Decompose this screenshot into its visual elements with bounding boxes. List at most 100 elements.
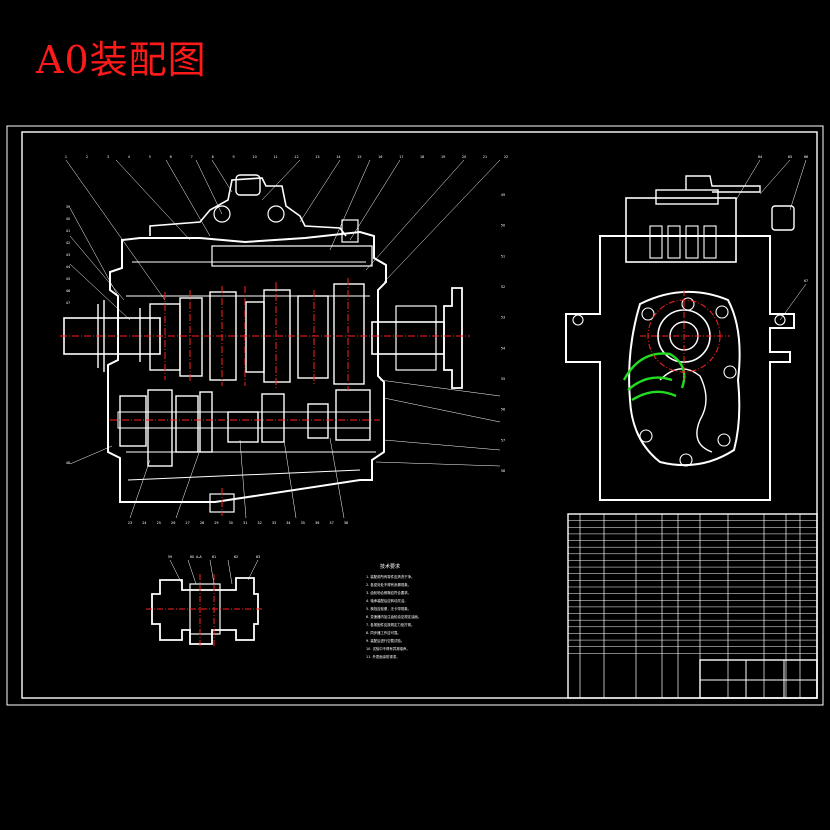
main-shaft-gears (149, 283, 365, 385)
balloon-number: 5 (149, 155, 151, 159)
side-cover-boss-4 (703, 225, 717, 259)
balloon-number: 48 (66, 461, 70, 465)
outer-border (6, 125, 824, 706)
output-seal-housing (395, 305, 437, 371)
balloon-number: 12 (294, 155, 298, 159)
shift-fork-pivot-right (267, 205, 285, 223)
side-view: 64 65 66 67 (565, 155, 808, 501)
parts-list-grid (568, 514, 817, 698)
side-leaders (735, 159, 807, 321)
counter-shaft (117, 411, 371, 429)
balloon-number: 59 (168, 555, 172, 559)
side-centerlines (640, 290, 730, 380)
balloon-number: 55 (501, 377, 505, 381)
notes-items: 1. 装配前所有零件应清洗干净。2. 各密封处不得有渗漏现象。3. 齿轮啮合侧隙… (366, 574, 421, 659)
balloon-number: 40 (66, 217, 70, 221)
side-shift-lever (685, 175, 761, 193)
balloon-number: 20 (462, 155, 466, 159)
shift-cover (149, 177, 347, 237)
balloon-number: 63 (256, 555, 260, 559)
balloon-number: 18 (420, 155, 424, 159)
balloon-number: 56 (501, 408, 505, 412)
note-line: 6. 变速器内加注齿轮油至规定油面。 (366, 614, 421, 619)
section-aa-view: A-A 59 60 61 62 63 (146, 555, 264, 648)
section-centerlines (146, 574, 264, 648)
balloon-number: 58 (501, 469, 505, 473)
breather (341, 219, 359, 243)
balloon-number: 36 (315, 521, 319, 525)
side-shift-cam-arm (659, 368, 713, 453)
balloon-number: 25 (157, 521, 161, 525)
note-line: 1. 装配前所有零件应清洗干净。 (366, 574, 414, 579)
balloon-number: 22 (504, 155, 508, 159)
balloon-number: 33 (272, 521, 276, 525)
section-balloons: 59 60 61 62 63 (168, 555, 260, 559)
balloon-number: 32 (257, 521, 261, 525)
balloon-number: 35 (301, 521, 305, 525)
balloon-number: 52 (501, 285, 505, 289)
note-line: 3. 齿轮啮合侧隙应符合要求。 (366, 590, 411, 595)
shift-lever-head (235, 174, 261, 196)
side-housing-outline (565, 235, 795, 501)
balloon-number: 46 (66, 289, 70, 293)
balloon-number: 11 (273, 155, 277, 159)
note-line: 7. 各紧固件应按规定力矩拧紧。 (366, 622, 414, 627)
balloon-number: 64 (758, 155, 762, 159)
balloon-number: 65 (788, 155, 792, 159)
balloon-number: 49 (501, 193, 505, 197)
balloon-number: 61 (212, 555, 216, 559)
note-line: 4. 轴承装配后应转动灵活。 (366, 598, 408, 603)
balloon-number: 60 (190, 555, 194, 559)
note-line: 9. 装配后进行空载试验。 (366, 638, 404, 643)
side-bolt-circles (572, 297, 786, 467)
balloon-number: 37 (329, 521, 333, 525)
balloon-number: 30 (229, 521, 233, 525)
balloon-number: 16 (378, 155, 382, 159)
front-view-leaders (65, 159, 501, 519)
balloon-number: 67 (804, 279, 808, 283)
drawing-title: A0装配图 (36, 38, 207, 82)
output-shaft (371, 321, 445, 355)
note-line: 11. 外表面涂防锈漆。 (366, 654, 400, 659)
balloon-number: 29 (214, 521, 218, 525)
balloon-number: 66 (804, 155, 808, 159)
balloon-number: 10 (252, 155, 256, 159)
balloon-number: 62 (234, 555, 238, 559)
side-cover-boss-3 (685, 225, 699, 259)
counter-shaft-gears (119, 389, 371, 467)
balloon-number: 17 (399, 155, 403, 159)
balloon-number: 31 (243, 521, 247, 525)
balloon-number: 44 (66, 265, 70, 269)
balloon-number: 15 (357, 155, 361, 159)
note-line: 10. 试验中不得有异常噪声。 (366, 646, 410, 651)
section-shaft-outline (151, 577, 259, 645)
balloon-number: 24 (142, 521, 146, 525)
side-cover-boss-2 (667, 225, 681, 259)
balloon-number: 51 (501, 254, 505, 258)
side-balloons: 64 65 66 67 (758, 155, 808, 283)
housing-inner-wall (126, 261, 376, 481)
balloon-number: 28 (200, 521, 204, 525)
shift-fork-pivot-left (213, 205, 231, 223)
shift-rail-housing (211, 245, 373, 267)
balloon-number: 43 (66, 253, 70, 257)
section-label: A-A (196, 555, 202, 559)
balloon-number: 1 (65, 155, 67, 159)
balloon-number: 13 (315, 155, 319, 159)
balloon-number: 27 (185, 521, 189, 525)
balloon-number: 4 (128, 155, 130, 159)
balloon-number: 23 (128, 521, 132, 525)
inner-border (21, 131, 818, 699)
balloon-number: 47 (66, 301, 70, 305)
side-cover-lid (655, 189, 719, 205)
side-highlight-gear (622, 352, 686, 402)
balloon-number: 21 (483, 155, 487, 159)
balloon-number: 6 (170, 155, 172, 159)
output-flange (443, 287, 463, 389)
parts-list-table (567, 513, 818, 699)
